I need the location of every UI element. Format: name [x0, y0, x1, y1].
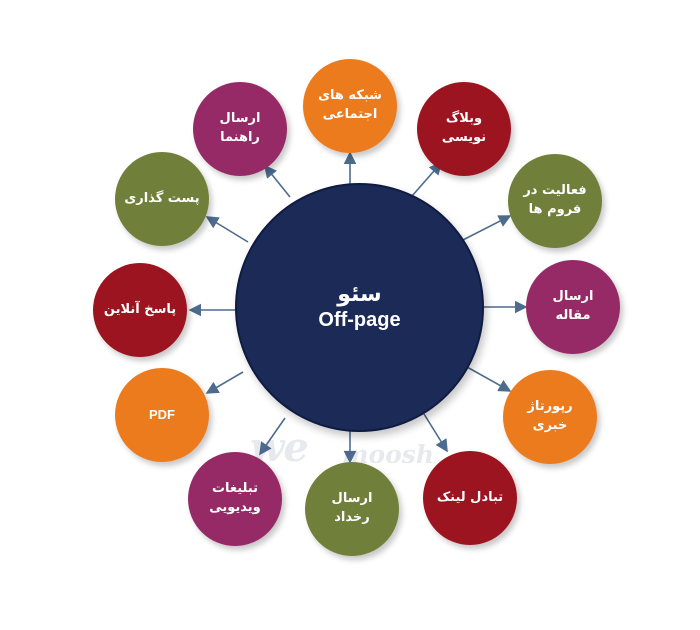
- node-news-report-label: رپورتاژ خبری: [527, 399, 573, 433]
- node-online-answer-label: پاسخ آنلاین: [103, 301, 177, 317]
- node-link-exchange-label: تبادل لینک: [436, 489, 504, 505]
- connector-blog: [411, 161, 443, 197]
- node-video-ads-label: تبلیغات ویدیویی: [209, 481, 261, 515]
- center-node: سئو Off-page: [235, 183, 484, 432]
- node-event-submission-label: ارسال رخداد: [331, 491, 373, 525]
- node-article-submission-label: ارسال مقاله: [552, 289, 594, 323]
- connector-pdf: [205, 371, 244, 394]
- node-blogging-label: وبلاگ نویسی: [441, 111, 487, 145]
- node-video-ads: تبلیغات ویدیویی: [188, 452, 282, 546]
- node-online-answer: پاسخ آنلاین: [93, 263, 187, 357]
- connector-guide: [263, 164, 291, 198]
- node-forum-activity: فعالیت در فروم ها: [508, 154, 602, 248]
- connector-link-exchange: [423, 413, 448, 453]
- node-pdf-label: PDF: [149, 406, 175, 422]
- node-guest-post-label: پست گذاری: [124, 190, 200, 206]
- node-link-exchange: تبادل لینک: [423, 451, 517, 545]
- center-subtitle: Off-page: [318, 309, 401, 332]
- node-guide-submission-label: ارسال راهنما: [219, 111, 261, 145]
- node-news-report: رپورتاژ خبری: [503, 370, 597, 464]
- node-event-submission: ارسال رخداد: [305, 462, 399, 556]
- node-guest-post: پست گذاری: [115, 152, 209, 246]
- connector-video-ads: [259, 417, 286, 456]
- node-pdf: PDF: [115, 368, 209, 462]
- connector-forums: [456, 215, 512, 244]
- connector-guest-post: [205, 216, 249, 243]
- node-social-networks: شبکه های اجتماعی: [303, 59, 397, 153]
- center-title: سئو: [337, 281, 382, 307]
- node-forum-activity-label: فعالیت در فروم ها: [523, 183, 587, 217]
- node-social-networks-label: شبکه های اجتماعی: [318, 88, 382, 122]
- node-guide-submission: ارسال راهنما: [193, 82, 287, 176]
- node-blogging: وبلاگ نویسی: [417, 82, 511, 176]
- node-article-submission: ارسال مقاله: [526, 260, 620, 354]
- connector-news: [466, 366, 512, 392]
